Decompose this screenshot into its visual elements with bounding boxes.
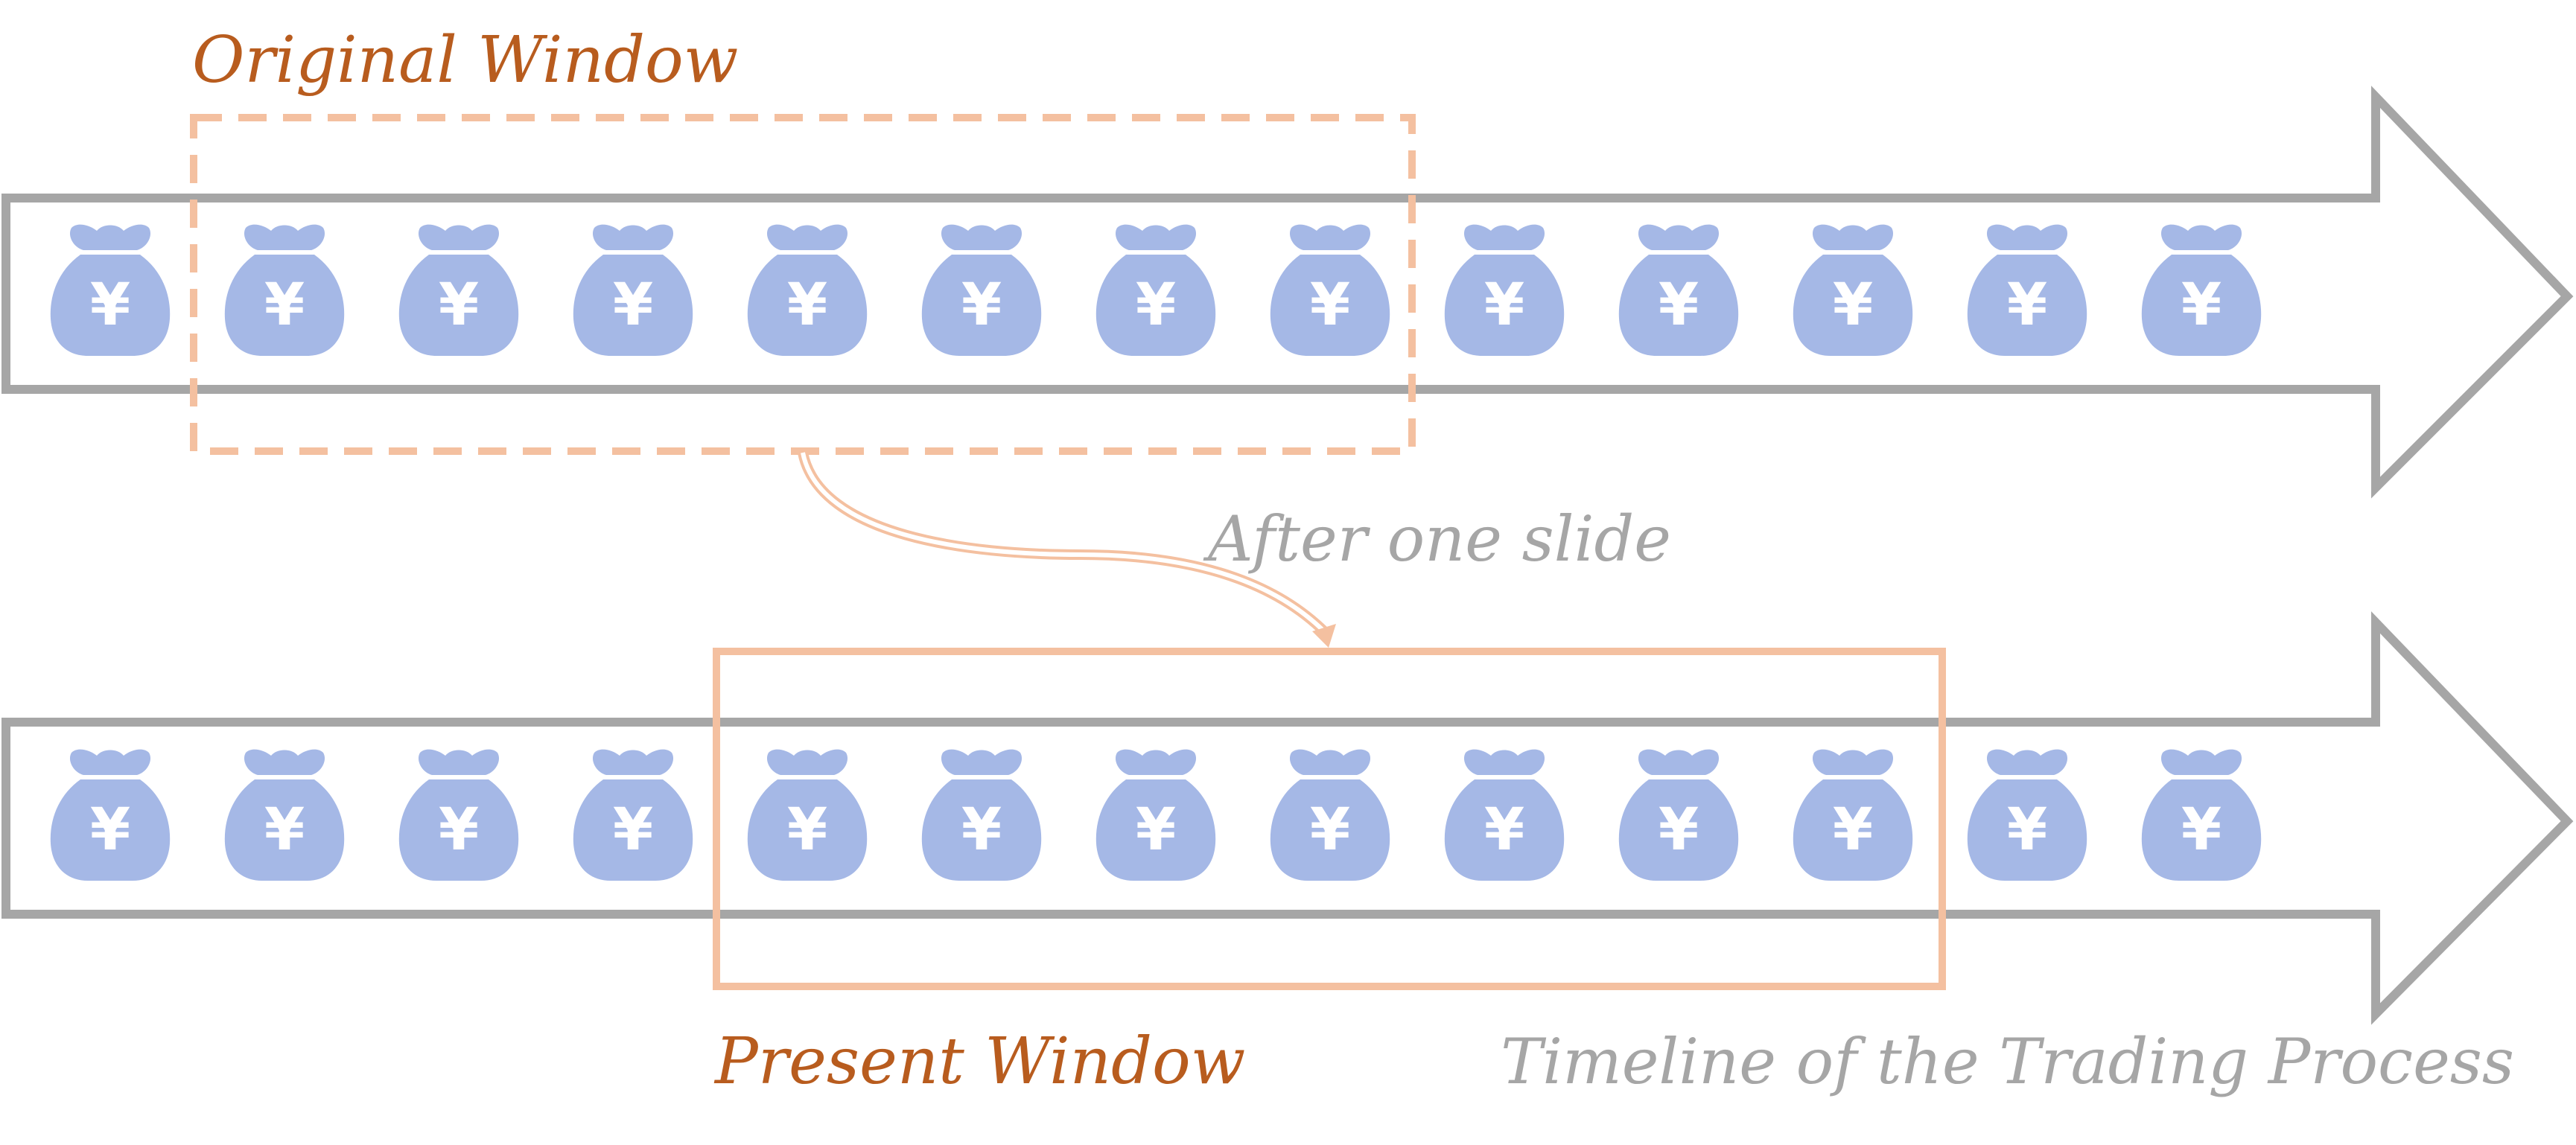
money-bag-yen-icon: ¥ bbox=[224, 224, 345, 356]
original-window-label: Original Window bbox=[192, 23, 738, 98]
money-bag-yen-icon: ¥ bbox=[2141, 224, 2262, 356]
money-bag-yen-icon: ¥ bbox=[50, 749, 171, 881]
bag-row-top: ¥ ¥ ¥ ¥ ¥ ¥ ¥ ¥ ¥ ¥ ¥ ¥ ¥ bbox=[50, 224, 2262, 356]
money-bag-yen-icon: ¥ bbox=[921, 224, 1042, 356]
svg-text:¥: ¥ bbox=[1833, 797, 1873, 864]
svg-text:¥: ¥ bbox=[1659, 272, 1699, 339]
svg-text:¥: ¥ bbox=[1310, 797, 1350, 864]
money-bag-yen-icon: ¥ bbox=[2141, 749, 2262, 881]
original-window-box bbox=[190, 114, 1416, 455]
money-bag-yen-icon: ¥ bbox=[747, 224, 868, 356]
money-bag-yen-icon: ¥ bbox=[1618, 224, 1739, 356]
svg-text:¥: ¥ bbox=[1310, 272, 1350, 339]
timeline-arrow-top bbox=[1, 86, 2574, 499]
money-bag-yen-icon: ¥ bbox=[1095, 749, 1216, 881]
svg-text:¥: ¥ bbox=[961, 272, 1002, 339]
svg-text:¥: ¥ bbox=[2007, 272, 2047, 339]
svg-text:¥: ¥ bbox=[264, 272, 305, 339]
present-window-label: Present Window bbox=[713, 1024, 1245, 1099]
svg-text:¥: ¥ bbox=[1659, 797, 1699, 864]
svg-text:¥: ¥ bbox=[264, 797, 305, 864]
timeline-label: Timeline of the Trading Process bbox=[1501, 1025, 2514, 1098]
money-bag-yen-icon: ¥ bbox=[224, 749, 345, 881]
money-bag-yen-icon: ¥ bbox=[1095, 224, 1216, 356]
money-bag-yen-icon: ¥ bbox=[398, 749, 519, 881]
money-bag-yen-icon: ¥ bbox=[1270, 224, 1390, 356]
svg-text:¥: ¥ bbox=[787, 272, 827, 339]
money-bag-yen-icon: ¥ bbox=[573, 224, 693, 356]
svg-text:¥: ¥ bbox=[1484, 797, 1524, 864]
svg-text:¥: ¥ bbox=[90, 272, 130, 339]
svg-text:¥: ¥ bbox=[1136, 272, 1176, 339]
present-window-box bbox=[713, 648, 1946, 990]
svg-text:¥: ¥ bbox=[787, 797, 827, 864]
svg-text:¥: ¥ bbox=[1484, 272, 1524, 339]
svg-text:¥: ¥ bbox=[961, 797, 1002, 864]
money-bag-yen-icon: ¥ bbox=[573, 749, 693, 881]
money-bag-yen-icon: ¥ bbox=[398, 224, 519, 356]
svg-text:¥: ¥ bbox=[2007, 797, 2047, 864]
money-bag-yen-icon: ¥ bbox=[747, 749, 868, 881]
slide-connector-arrow bbox=[798, 451, 1336, 648]
timeline-arrow-bottom bbox=[1, 611, 2574, 1025]
money-bag-yen-icon: ¥ bbox=[1967, 749, 2087, 881]
money-bag-yen-icon: ¥ bbox=[1270, 749, 1390, 881]
svg-text:¥: ¥ bbox=[2181, 272, 2222, 339]
money-bag-yen-icon: ¥ bbox=[1793, 224, 1913, 356]
money-bag-yen-icon: ¥ bbox=[50, 224, 171, 356]
svg-text:¥: ¥ bbox=[439, 797, 479, 864]
bag-row-bottom: ¥ ¥ ¥ ¥ ¥ ¥ ¥ ¥ ¥ ¥ ¥ ¥ ¥ bbox=[50, 749, 2262, 881]
money-bag-yen-icon: ¥ bbox=[1793, 749, 1913, 881]
svg-text:¥: ¥ bbox=[439, 272, 479, 339]
money-bag-yen-icon: ¥ bbox=[1444, 749, 1565, 881]
svg-text:¥: ¥ bbox=[1136, 797, 1176, 864]
svg-text:¥: ¥ bbox=[1833, 272, 1873, 339]
svg-text:¥: ¥ bbox=[613, 272, 653, 339]
money-bag-yen-icon: ¥ bbox=[1618, 749, 1739, 881]
svg-text:¥: ¥ bbox=[2181, 797, 2222, 864]
money-bag-yen-icon: ¥ bbox=[1444, 224, 1565, 356]
money-bag-yen-icon: ¥ bbox=[1967, 224, 2087, 356]
money-bag-yen-icon: ¥ bbox=[921, 749, 1042, 881]
after-one-slide-label: After one slide bbox=[1203, 503, 1671, 575]
svg-text:¥: ¥ bbox=[90, 797, 130, 864]
svg-text:¥: ¥ bbox=[613, 797, 653, 864]
